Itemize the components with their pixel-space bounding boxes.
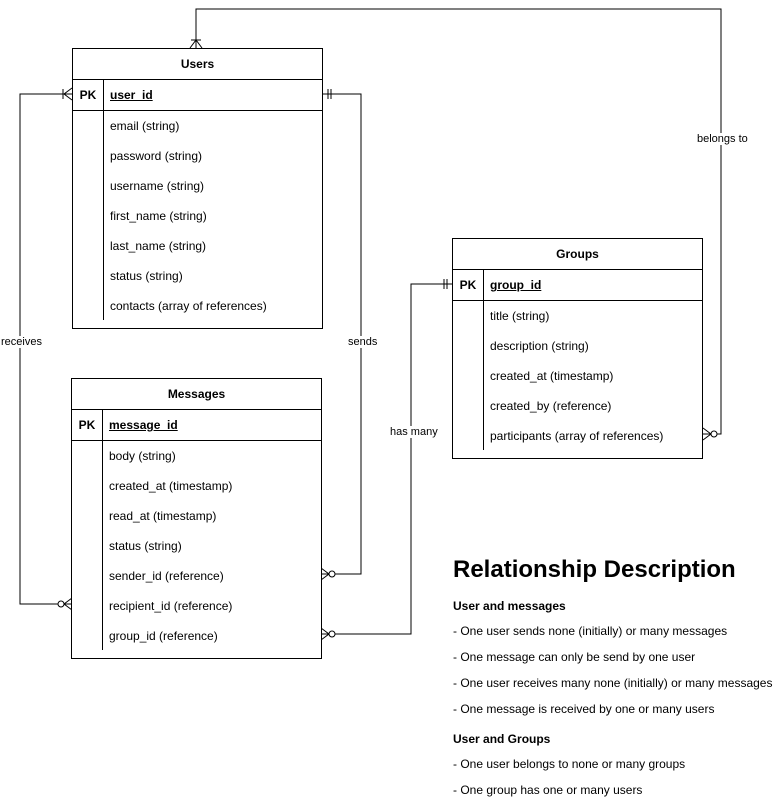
has-many-line <box>321 283 452 635</box>
users-left-many-marker <box>62 87 73 101</box>
receives-line <box>19 93 72 605</box>
groups-field: description (string) <box>490 339 589 353</box>
users-field: email (string) <box>110 119 180 133</box>
users-field: contacts (array of references) <box>110 299 267 313</box>
groups-pk-field: group_id <box>490 278 542 292</box>
users-right-one-marker <box>327 89 332 99</box>
description-item: - One user receives many none (initially… <box>453 676 773 690</box>
relationship-description: Relationship Description User and messag… <box>453 556 778 798</box>
recipient-optional-marker <box>57 600 65 608</box>
groups-pk-one-marker <box>443 279 448 289</box>
description-item: - One user belongs to none or many group… <box>453 757 686 771</box>
messages-field: recipient_id (reference) <box>109 599 233 613</box>
messages-field: group_id (reference) <box>109 629 218 643</box>
description-item: - One user sends none (initially) or man… <box>453 624 728 638</box>
description-item: - One message can only be send by one us… <box>453 650 696 664</box>
messages-field: sender_id (reference) <box>109 569 224 583</box>
messages-field: status (string) <box>109 539 182 553</box>
pk-label: PK <box>79 88 97 102</box>
pk-label: PK <box>78 418 96 432</box>
sends-label: sends <box>347 336 379 348</box>
groups-field: participants (array of references) <box>490 429 664 443</box>
description-section-title: User and messages <box>453 599 566 613</box>
messages-field: created_at (timestamp) <box>109 479 233 493</box>
groups-field: title (string) <box>490 309 550 323</box>
belongs-to-label: belongs to <box>696 133 749 145</box>
participants-optional-marker <box>710 430 718 438</box>
description-heading: Relationship Description <box>453 556 736 583</box>
messages-field: body (string) <box>109 449 176 463</box>
users-field: username (string) <box>110 179 205 193</box>
users-top-many-marker <box>189 39 203 49</box>
users-pk-field: user_id <box>110 88 153 102</box>
groups-entity-title: Groups <box>453 239 702 270</box>
messages-entity-title: Messages <box>72 379 321 410</box>
groups-entity[interactable]: Groups PK group_id title (string) descri… <box>452 238 703 459</box>
sends-line <box>321 93 362 575</box>
messages-entity[interactable]: Messages PK message_id body (string) cre… <box>71 378 322 659</box>
users-field: password (string) <box>110 149 203 163</box>
pk-label: PK <box>459 278 477 292</box>
description-item: - One message is received by one or many… <box>453 702 715 716</box>
users-entity-title: Users <box>73 49 322 80</box>
messages-pk-field: message_id <box>109 418 178 432</box>
messages-pk-row: PK message_id <box>72 410 321 441</box>
description-item: - One group has one or many users <box>453 783 643 797</box>
has-many-label: has many <box>389 426 439 438</box>
group-id-optional-marker <box>328 630 336 638</box>
users-entity[interactable]: Users PK user_id email (string) password… <box>72 48 323 329</box>
description-section-title: User and Groups <box>453 732 551 746</box>
messages-field: read_at (timestamp) <box>109 509 217 523</box>
users-pk-row: PK user_id <box>73 80 322 111</box>
users-field: last_name (string) <box>110 239 207 253</box>
sender-optional-marker <box>328 570 336 578</box>
groups-field: created_at (timestamp) <box>490 369 614 383</box>
receives-label: receives <box>0 336 43 348</box>
groups-field: created_by (reference) <box>490 399 612 413</box>
users-field: first_name (string) <box>110 209 207 223</box>
users-field: status (string) <box>110 269 183 283</box>
groups-pk-row: PK group_id <box>453 270 702 301</box>
